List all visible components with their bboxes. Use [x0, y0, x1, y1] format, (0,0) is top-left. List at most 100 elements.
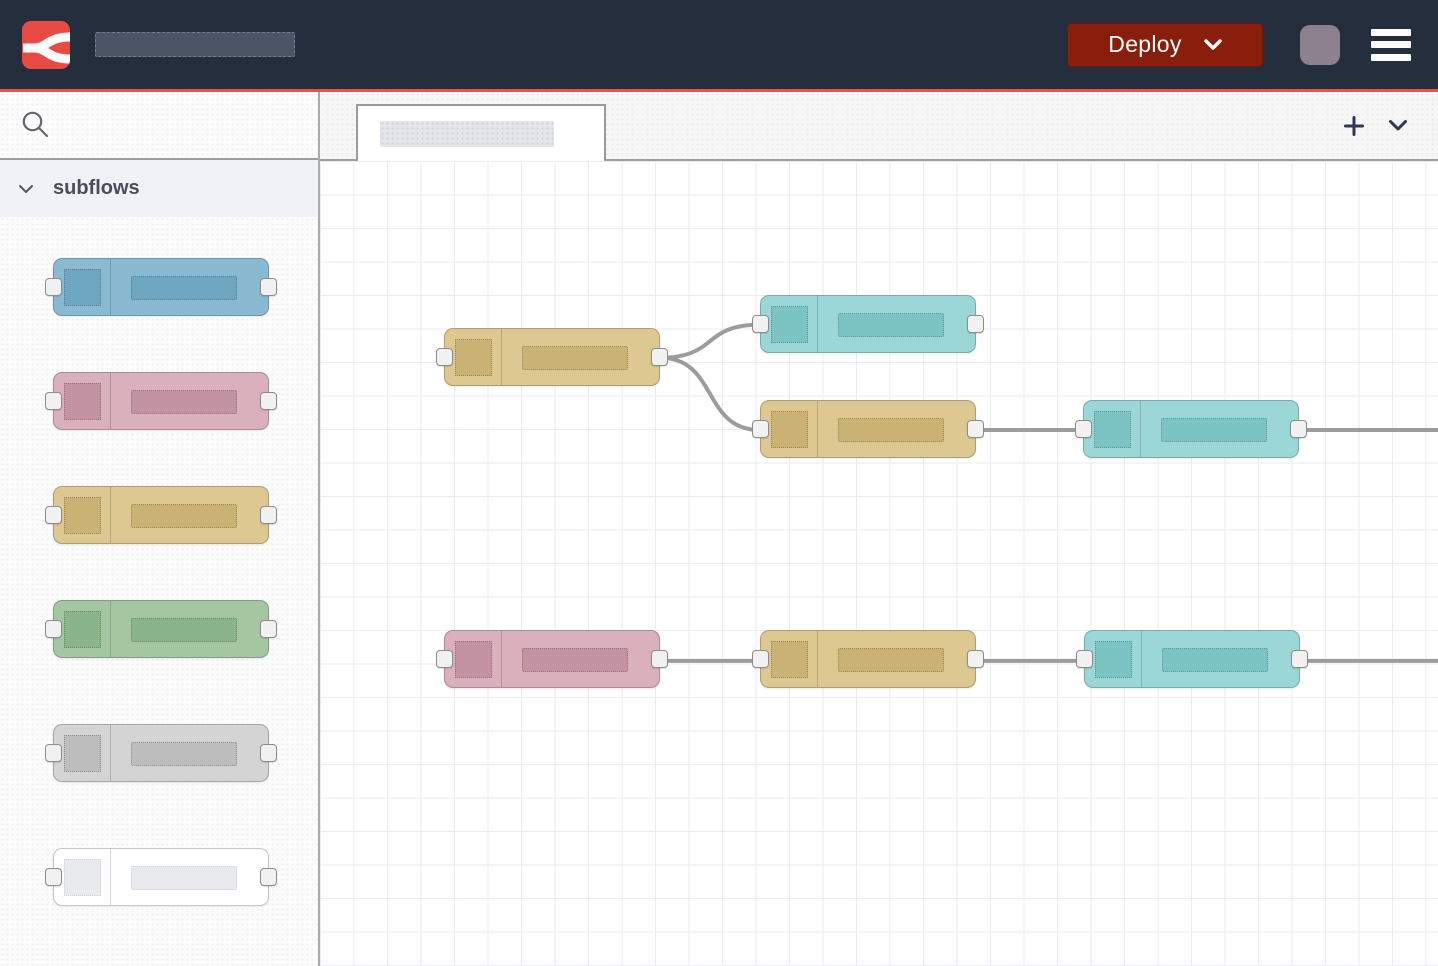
flow-node[interactable]: [752, 295, 984, 353]
plus-icon: [1344, 115, 1364, 136]
node-input-port[interactable]: [1075, 420, 1092, 438]
main-menu-button[interactable]: [1371, 28, 1411, 61]
node-output-port[interactable]: [260, 392, 277, 410]
user-avatar[interactable]: [1300, 24, 1340, 65]
node-output-port[interactable]: [967, 650, 984, 668]
node-output-port[interactable]: [260, 744, 277, 762]
node-input-port[interactable]: [45, 868, 62, 886]
node-divider: [110, 849, 111, 905]
flow-canvas[interactable]: [320, 161, 1438, 966]
flow-tab[interactable]: [356, 104, 606, 161]
flow-node[interactable]: [752, 630, 984, 688]
deploy-label: Deploy: [1108, 31, 1182, 57]
node-output-port[interactable]: [1290, 420, 1307, 438]
palette-node[interactable]: [45, 848, 277, 906]
node-output-port[interactable]: [967, 420, 984, 438]
flow-list-button[interactable]: [1388, 119, 1408, 132]
node-label-placeholder: [131, 276, 237, 300]
wire[interactable]: [658, 322, 762, 360]
node-input-port[interactable]: [752, 650, 769, 668]
deploy-button[interactable]: Deploy: [1067, 22, 1263, 67]
palette-search[interactable]: [0, 92, 318, 160]
header: Deploy: [0, 0, 1438, 92]
node-label-placeholder: [1161, 418, 1267, 442]
node-icon-placeholder: [455, 339, 492, 376]
node-icon-placeholder: [64, 383, 101, 420]
wire[interactable]: [658, 355, 762, 433]
node-icon-placeholder: [455, 641, 492, 678]
node-icon-placeholder: [771, 306, 808, 343]
tab-actions: [1344, 92, 1408, 159]
node-label-placeholder: [131, 618, 237, 642]
palette-node[interactable]: [45, 724, 277, 782]
node-label-placeholder: [131, 866, 237, 890]
wires-layer: [658, 322, 1438, 663]
chevron-down-icon: [1204, 38, 1222, 50]
node-output-port[interactable]: [651, 348, 668, 366]
palette-list: [0, 217, 318, 962]
node-output-port[interactable]: [260, 506, 277, 524]
menu-bar: [1371, 53, 1411, 61]
workspace-tab-strip: [320, 92, 1438, 161]
node-label-placeholder: [131, 742, 237, 766]
palette-sidebar: subflows: [0, 92, 320, 966]
node-icon-placeholder: [64, 269, 101, 306]
node-divider: [110, 373, 111, 429]
node-label-placeholder: [131, 390, 237, 414]
node-input-port[interactable]: [752, 315, 769, 333]
flow-node[interactable]: [436, 630, 668, 688]
node-label-placeholder: [522, 346, 628, 370]
palette-node[interactable]: [45, 486, 277, 544]
node-divider: [1140, 401, 1141, 457]
search-icon: [22, 111, 49, 138]
flow-node[interactable]: [1075, 400, 1307, 458]
chevron-down-icon: [1389, 120, 1407, 131]
palette-node[interactable]: [45, 372, 277, 430]
node-divider: [817, 296, 818, 352]
app-logo-icon[interactable]: [22, 20, 70, 69]
node-output-port[interactable]: [260, 620, 277, 638]
node-icon-placeholder: [64, 611, 101, 648]
node-divider: [501, 329, 502, 385]
node-output-port[interactable]: [260, 278, 277, 296]
node-input-port[interactable]: [45, 744, 62, 762]
node-input-port[interactable]: [45, 506, 62, 524]
project-title-placeholder: [95, 32, 295, 57]
menu-bar: [1371, 28, 1411, 36]
add-flow-button[interactable]: [1344, 115, 1364, 136]
node-output-port[interactable]: [967, 315, 984, 333]
node-input-port[interactable]: [752, 420, 769, 438]
node-output-port[interactable]: [1291, 650, 1308, 668]
node-icon-placeholder: [64, 497, 101, 534]
node-icon-placeholder: [64, 735, 101, 772]
node-label-placeholder: [131, 504, 237, 528]
node-divider: [501, 631, 502, 687]
node-label-placeholder: [838, 313, 944, 337]
node-icon-placeholder: [771, 641, 808, 678]
node-icon-placeholder: [1095, 641, 1132, 678]
node-label-placeholder: [838, 418, 944, 442]
palette-node[interactable]: [45, 600, 277, 658]
node-input-port[interactable]: [436, 650, 453, 668]
node-icon-placeholder: [771, 411, 808, 448]
node-output-port[interactable]: [260, 868, 277, 886]
node-divider: [110, 601, 111, 657]
node-input-port[interactable]: [436, 348, 453, 366]
node-input-port[interactable]: [1076, 650, 1093, 668]
flow-node[interactable]: [436, 328, 668, 386]
node-divider: [110, 725, 111, 781]
flow-node[interactable]: [1076, 630, 1308, 688]
flow-tab-label-placeholder: [380, 120, 554, 147]
node-input-port[interactable]: [45, 392, 62, 410]
node-input-port[interactable]: [45, 620, 62, 638]
palette-node[interactable]: [45, 258, 277, 316]
flow-node[interactable]: [752, 400, 984, 458]
node-output-port[interactable]: [651, 650, 668, 668]
node-label-placeholder: [522, 648, 628, 672]
wire-split-glyph: [23, 32, 70, 63]
node-input-port[interactable]: [45, 278, 62, 296]
node-divider: [817, 631, 818, 687]
palette-section-subflows[interactable]: subflows: [0, 160, 318, 217]
node-label-placeholder: [838, 648, 944, 672]
